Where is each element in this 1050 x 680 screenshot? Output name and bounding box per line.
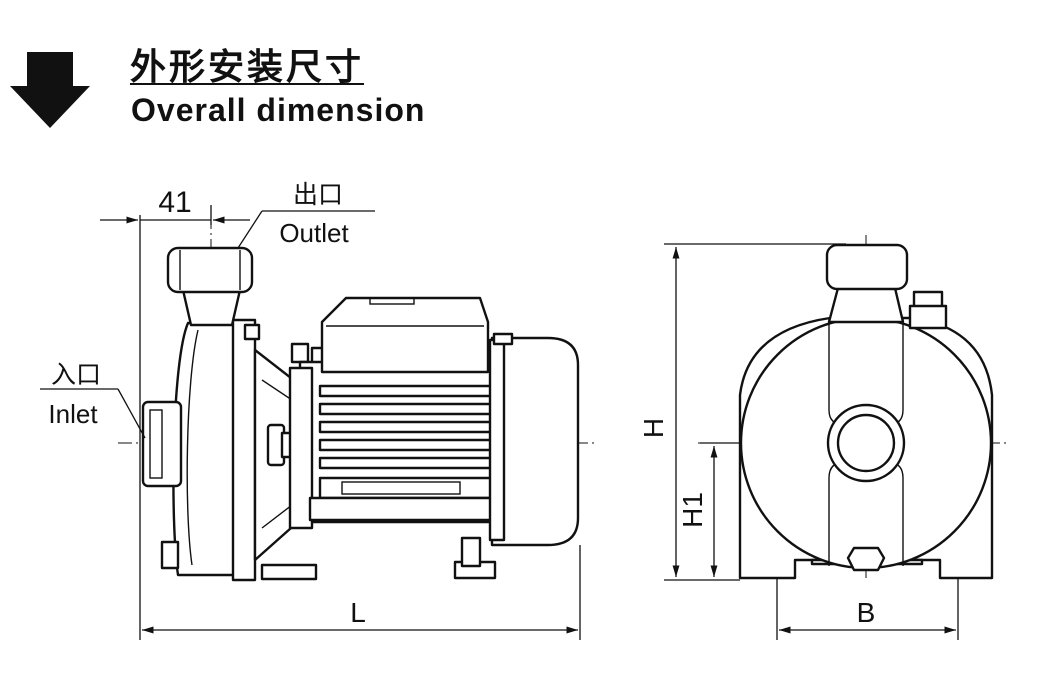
outlet-offset-value: 41 [158, 186, 191, 219]
side-view-dimensions [40, 205, 581, 640]
inlet-label-cn: 入口 [51, 360, 101, 389]
base-width-label: B [857, 597, 876, 628]
down-arrow-icon [10, 52, 90, 128]
title-english: Overall dimension [131, 92, 426, 128]
height-label: H [638, 418, 669, 438]
outlet-label-cn: 出口 [293, 180, 343, 209]
front-view-dimensions [664, 243, 959, 640]
pump-front-view [698, 235, 1008, 580]
center-height-label: H1 [677, 492, 708, 528]
title-chinese: 外形安装尺寸 [130, 47, 365, 88]
inlet-label-en: Inlet [48, 399, 98, 429]
length-label: L [350, 597, 366, 628]
outlet-label-en: Outlet [279, 218, 349, 248]
pump-side-view [118, 215, 598, 582]
